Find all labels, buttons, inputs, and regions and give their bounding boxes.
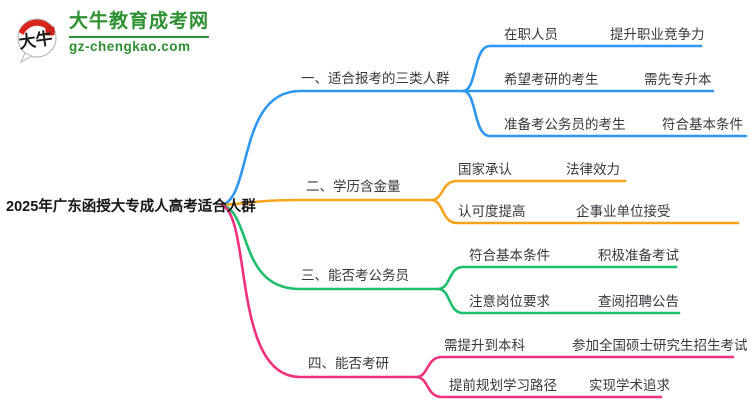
- branch4-child2-left[interactable]: 提前规划学习路径: [449, 377, 557, 393]
- site-name: 大牛教育成考网: [69, 11, 210, 32]
- branch1-child2-right[interactable]: 需先专升本: [644, 72, 712, 87]
- branch2-child1-left[interactable]: 国家承认: [458, 161, 512, 177]
- branch2-child2-left[interactable]: 认可度提高: [458, 203, 526, 219]
- branch3-child2-line: [436, 287, 681, 315]
- branch3-label[interactable]: 三、能否考公务员: [301, 268, 409, 283]
- logo-bull-icon: 大牛: [17, 18, 57, 64]
- branch2-label[interactable]: 二、学历含金量: [306, 179, 401, 194]
- branch1-child1-line: [461, 44, 703, 93]
- branch4-child2-right[interactable]: 实现学术追求: [589, 378, 670, 393]
- branch1-label[interactable]: 一、适合报考的三类人群: [301, 71, 450, 86]
- branch2-child1-right[interactable]: 法律效力: [566, 162, 620, 177]
- branch3-child1-line: [436, 265, 678, 291]
- branch4-child1-right[interactable]: 参加全国硕士研究生招生考试: [572, 337, 748, 353]
- branch1-child1-right[interactable]: 提升职业竞争力: [610, 26, 705, 42]
- logo-icon-text: 大牛: [17, 28, 53, 53]
- branch2-child1-line: [429, 179, 627, 202]
- branch1-child3-right[interactable]: 符合基本条件: [662, 116, 743, 132]
- central-topic[interactable]: 2025年广东函授大专成人高考适合人群: [6, 197, 256, 215]
- branch4-child2-line: [414, 375, 663, 399]
- branch4-label[interactable]: 四、能否考研: [308, 356, 389, 371]
- logo-divider: [69, 35, 210, 38]
- branch1-child1-left[interactable]: 在职人员: [504, 27, 558, 42]
- branch4-main-line: [220, 203, 418, 379]
- branch1-child3-line: [461, 89, 748, 138]
- branch1-main-line: [220, 89, 465, 207]
- site-logo[interactable]: 大牛 大牛教育成考网 gz-chengkao.com: [14, 10, 210, 64]
- branch1-child2-left[interactable]: 希望考研的考生: [504, 72, 599, 87]
- branch3-child2-left[interactable]: 注意岗位要求: [469, 293, 550, 309]
- branch2-child2-line: [429, 198, 740, 225]
- branch3-child2-right[interactable]: 查阅招聘公告: [598, 294, 679, 309]
- branch3-main-line: [220, 203, 440, 291]
- branch3-child1-left[interactable]: 符合基本条件: [469, 247, 550, 263]
- branch4-child1-left[interactable]: 需提升到本科: [444, 338, 525, 353]
- branch3-child1-right[interactable]: 积极准备考试: [598, 247, 679, 263]
- branch1-child3-left[interactable]: 准备考公务员的考生: [504, 116, 626, 132]
- branch2-main-line: [220, 198, 433, 207]
- branch4-child1-line: [414, 355, 735, 379]
- site-url: gz-chengkao.com: [69, 38, 191, 54]
- branch2-child2-right[interactable]: 企事业单位接受: [576, 203, 671, 219]
